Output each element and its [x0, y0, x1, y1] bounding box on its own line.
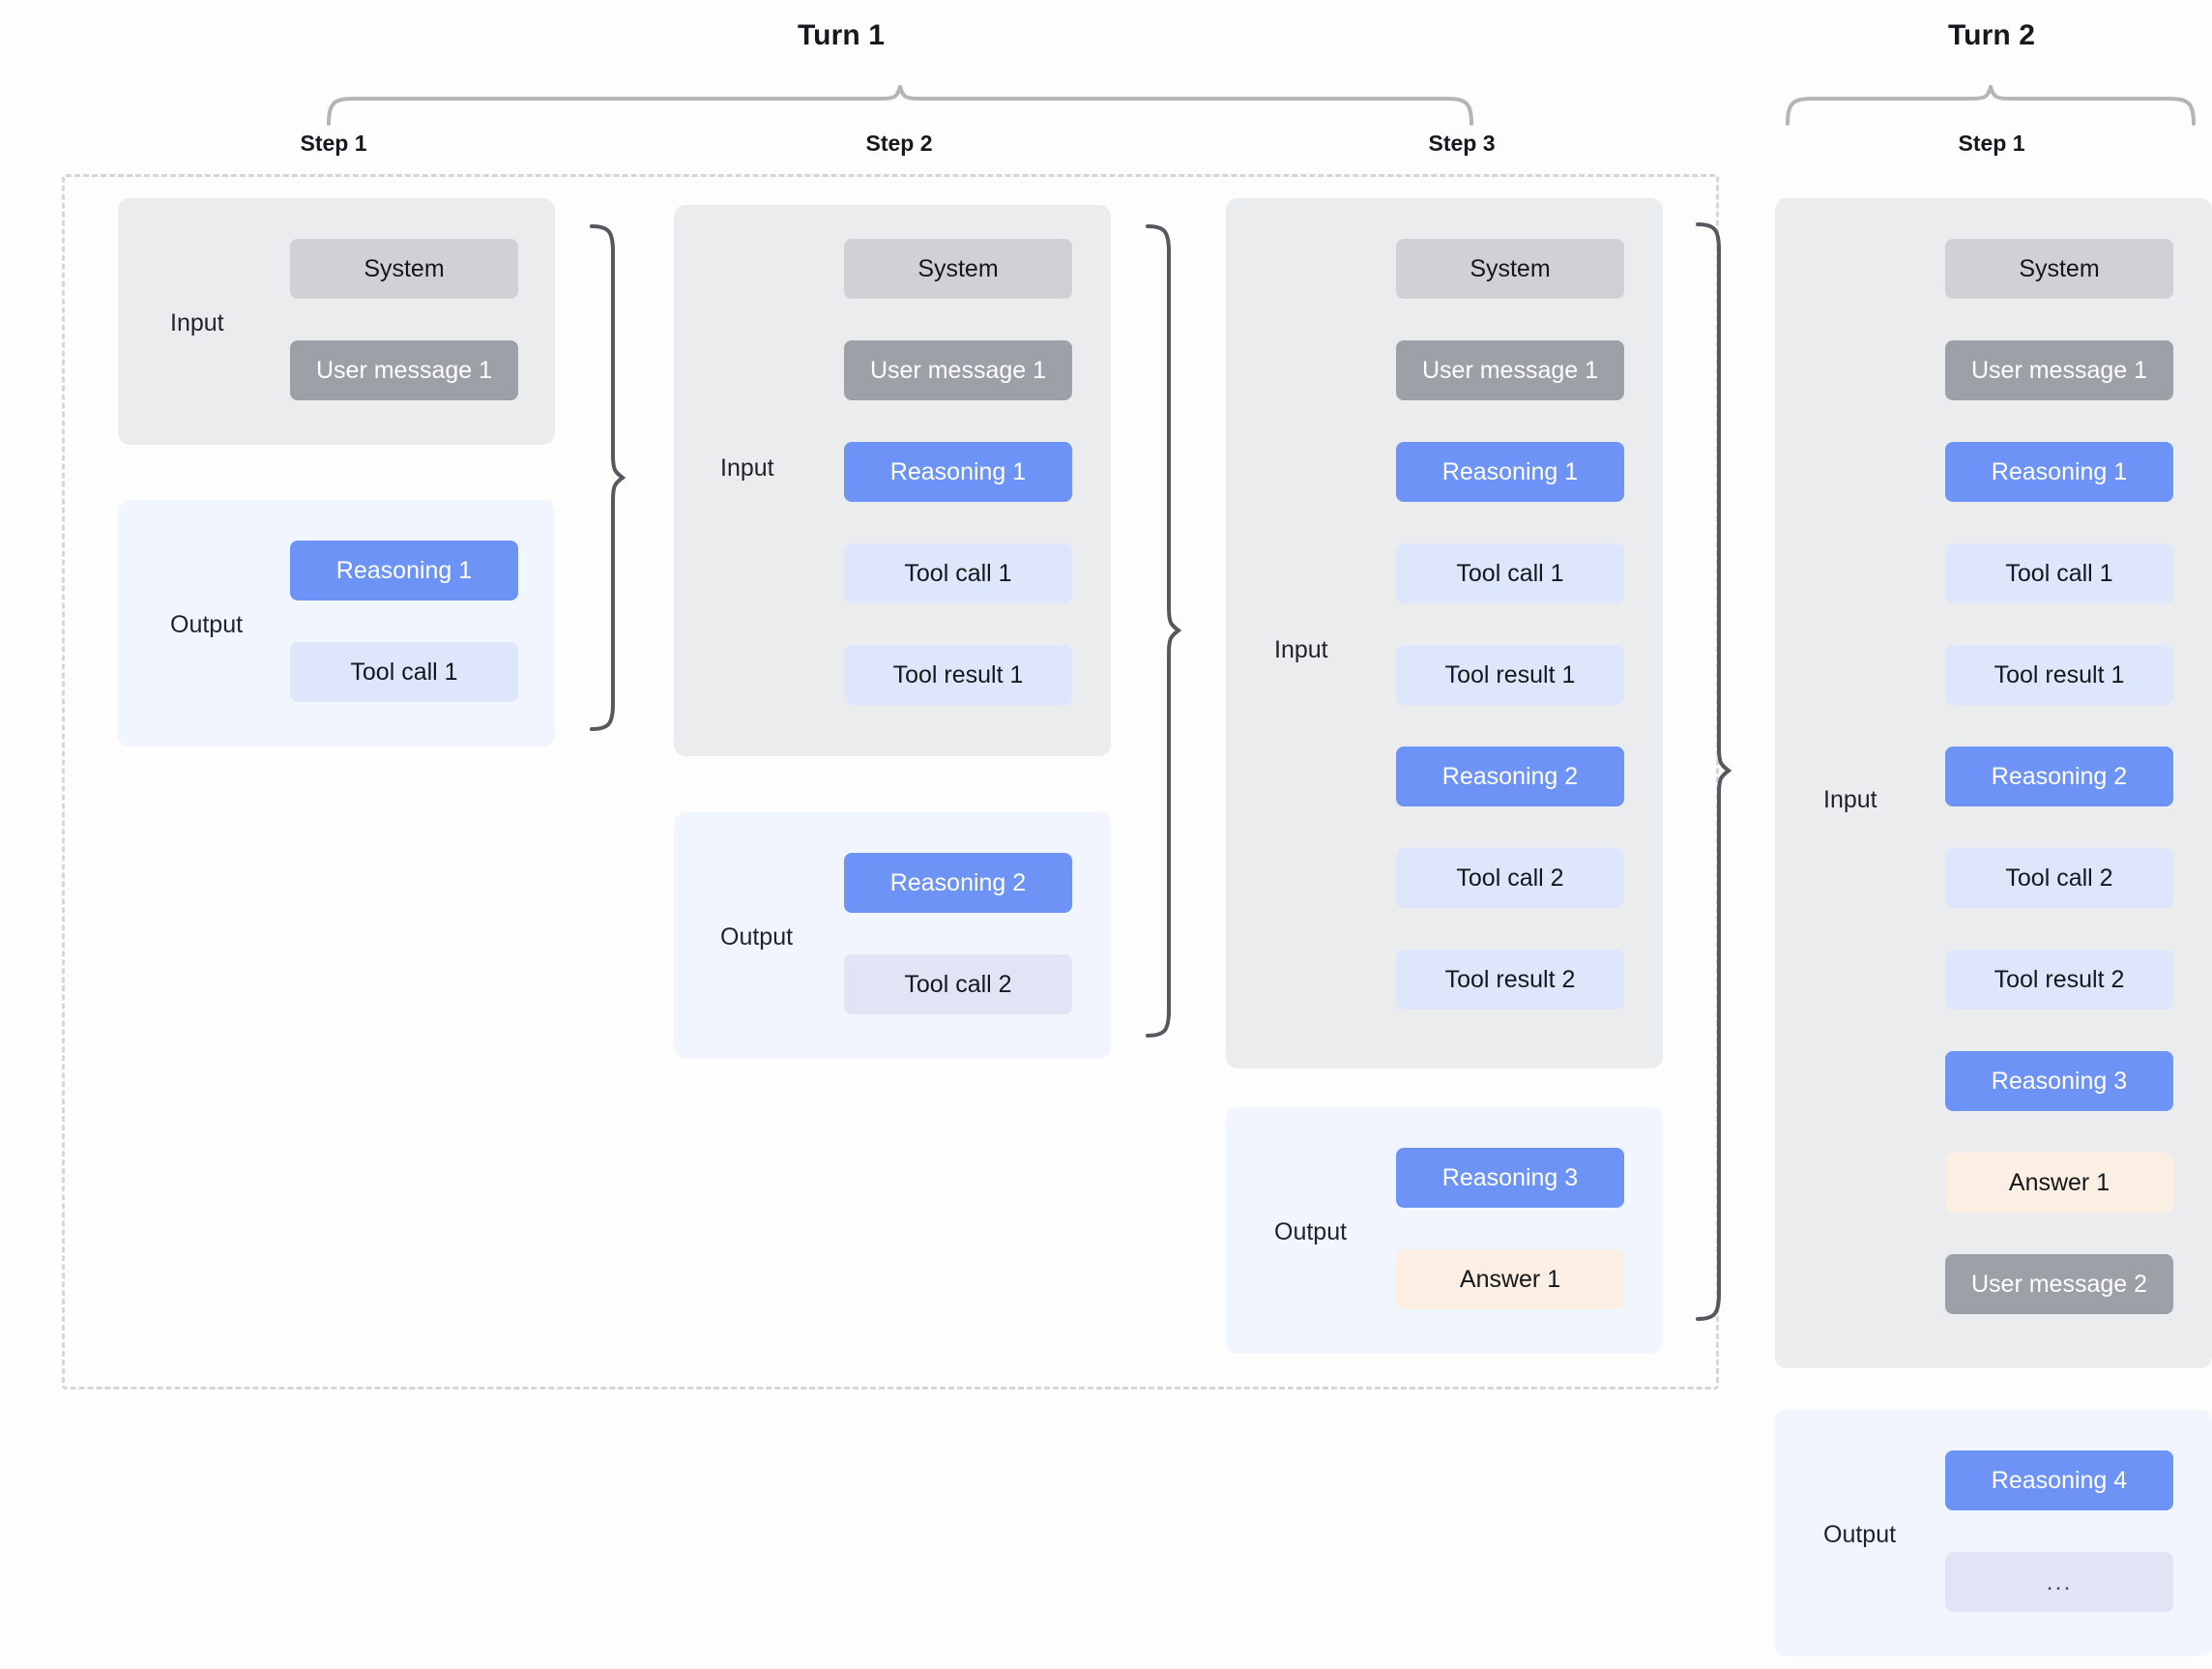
- turn2-step1-title: Step 1: [1958, 131, 2025, 156]
- turn2-step1-input-chip-tool-result-1[interactable]: Tool result 1: [1945, 645, 2173, 705]
- turn2-step1-input-chip-user-message-2[interactable]: User message 2: [1945, 1254, 2173, 1314]
- turn1-step3-input-chip-reasoning-1[interactable]: Reasoning 1: [1396, 442, 1624, 502]
- turn-1-brace: [325, 85, 1475, 126]
- turn1-step3-input-chip-user-message-1[interactable]: User message 1: [1396, 340, 1624, 400]
- turn1-step2-input-chip-tool-call-1[interactable]: Tool call 1: [844, 543, 1072, 603]
- turn1-step2-input-chip-tool-result-1[interactable]: Tool result 1: [844, 645, 1072, 705]
- turn2-step1-input-chip-reasoning-1[interactable]: Reasoning 1: [1945, 442, 2173, 502]
- turn2-step1-input-chip-tool-call-2[interactable]: Tool call 2: [1945, 848, 2173, 908]
- turn1-step2-output-chip-tool-call-2[interactable]: Tool call 2: [844, 954, 1072, 1014]
- turn-1-title: Turn 1: [797, 19, 886, 51]
- turn2-step1-input-chip-system[interactable]: System: [1945, 239, 2173, 299]
- turn2-step1-output-label: Output: [1823, 1521, 1897, 1548]
- turn1-step2-input-label: Input: [720, 454, 774, 482]
- turn1-step3-output-label: Output: [1274, 1218, 1348, 1245]
- turn2-step1-input-chip-reasoning-3[interactable]: Reasoning 3: [1945, 1051, 2173, 1111]
- turn1-step3-input-chip-tool-call-1[interactable]: Tool call 1: [1396, 543, 1624, 603]
- turn1-step3-output-chip-answer-1[interactable]: Answer 1: [1396, 1249, 1624, 1309]
- turn1-step1-output-label: Output: [170, 611, 244, 638]
- turn1-step3-input-label: Input: [1274, 636, 1328, 663]
- turn1-step1-input-chip-user-message-1[interactable]: User message 1: [290, 340, 518, 400]
- turn1-step3-input-panel: [1226, 198, 1663, 1069]
- turn1-step3-input-chip-system[interactable]: System: [1396, 239, 1624, 299]
- turn1-step1-to-step2-brace: [588, 222, 626, 733]
- turn1-step3-input-chip-reasoning-2[interactable]: Reasoning 2: [1396, 747, 1624, 806]
- turn2-step1-output-chip-ellipsis[interactable]: ...: [1945, 1552, 2173, 1612]
- turn1-step2-to-step3-brace: [1144, 222, 1182, 1039]
- turn1-step2-title: Step 2: [865, 131, 933, 156]
- turn1-step2-input-chip-reasoning-1[interactable]: Reasoning 1: [844, 442, 1072, 502]
- turn2-step1-input-label: Input: [1823, 786, 1877, 813]
- turn1-to-turn2-brace: [1694, 220, 1732, 1323]
- turn1-step2-input-chip-system[interactable]: System: [844, 239, 1072, 299]
- turn-2-brace: [1784, 85, 2197, 126]
- turn2-step1-input-chip-user-message-1[interactable]: User message 1: [1945, 340, 2173, 400]
- turn1-step1-output-chip-tool-call-1[interactable]: Tool call 1: [290, 642, 518, 702]
- turn1-step3-input-chip-tool-call-2[interactable]: Tool call 2: [1396, 848, 1624, 908]
- turn1-step3-title: Step 3: [1428, 131, 1496, 156]
- turn1-step3-output-chip-reasoning-3[interactable]: Reasoning 3: [1396, 1148, 1624, 1208]
- turn1-step3-input-chip-tool-result-1[interactable]: Tool result 1: [1396, 645, 1624, 705]
- turn-1-region: [62, 174, 1719, 1390]
- turn-2-title: Turn 2: [1947, 19, 2036, 51]
- turn1-step1-output-chip-reasoning-1[interactable]: Reasoning 1: [290, 541, 518, 600]
- turn1-step2-output-chip-reasoning-2[interactable]: Reasoning 2: [844, 853, 1072, 913]
- turn2-step1-input-chip-tool-result-2[interactable]: Tool result 2: [1945, 950, 2173, 1010]
- turn2-step1-output-chip-reasoning-4[interactable]: Reasoning 4: [1945, 1450, 2173, 1510]
- turn1-step2-output-label: Output: [720, 923, 794, 951]
- turn2-step1-input-chip-reasoning-2[interactable]: Reasoning 2: [1945, 747, 2173, 806]
- turn1-step1-title: Step 1: [300, 131, 367, 156]
- turn1-step1-input-label: Input: [170, 309, 224, 337]
- turn1-step1-input-chip-system[interactable]: System: [290, 239, 518, 299]
- turn2-step1-input-chip-answer-1[interactable]: Answer 1: [1945, 1153, 2173, 1213]
- turn2-step1-input-chip-tool-call-1[interactable]: Tool call 1: [1945, 543, 2173, 603]
- turn1-step3-input-chip-tool-result-2[interactable]: Tool result 2: [1396, 950, 1624, 1010]
- turn1-step2-input-chip-user-message-1[interactable]: User message 1: [844, 340, 1072, 400]
